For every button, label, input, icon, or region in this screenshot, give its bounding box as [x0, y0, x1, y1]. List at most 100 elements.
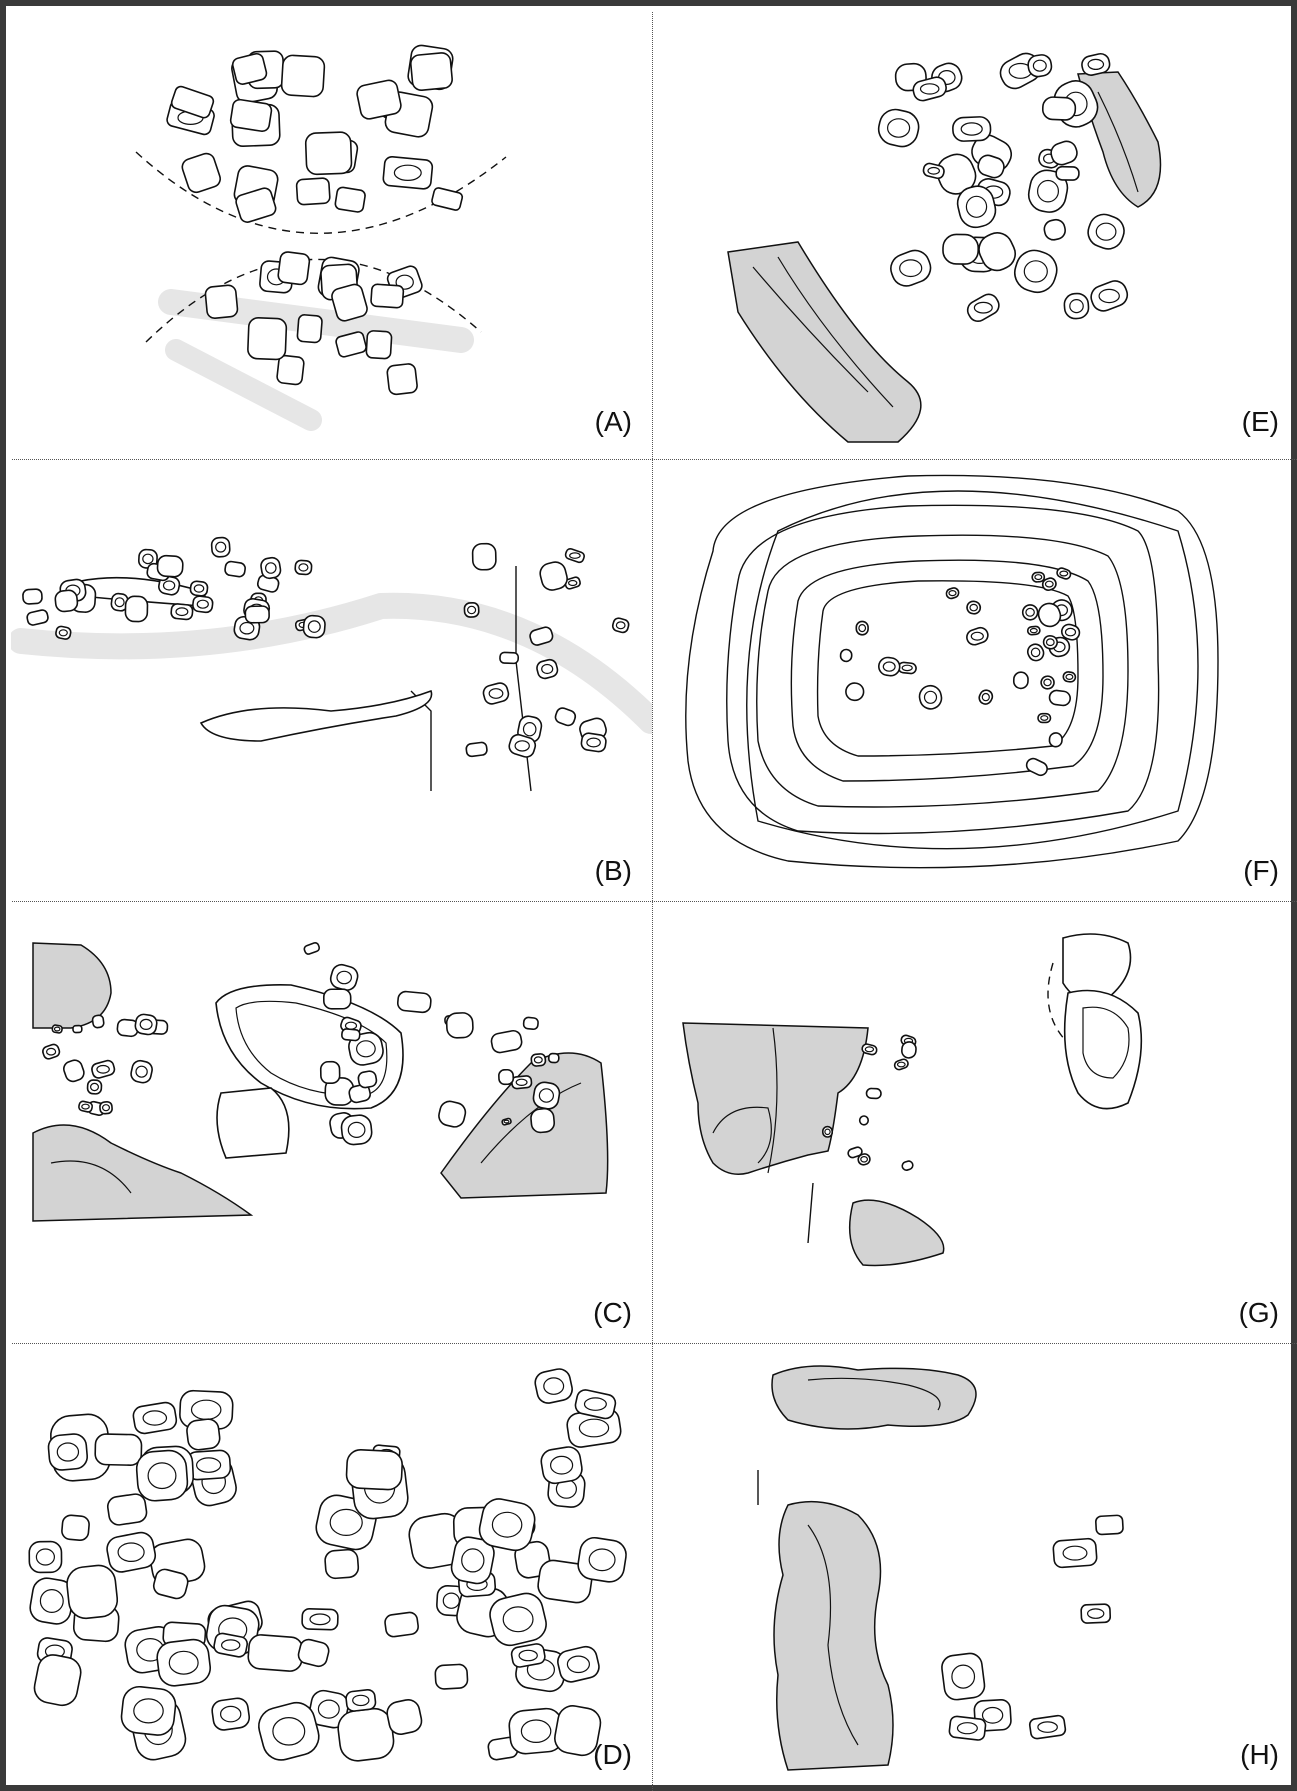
stone-detail [502, 1606, 534, 1633]
stone-detail [142, 1410, 168, 1426]
stone-outline [386, 1698, 423, 1735]
stone-outline [1095, 1514, 1124, 1536]
panel-d-label: (D) [593, 1739, 632, 1770]
stone-detail [135, 1065, 148, 1078]
stone-outline [302, 614, 326, 639]
stone-outline [445, 1012, 474, 1039]
panel-f-label: (F) [1243, 855, 1279, 886]
stone-outline [340, 1114, 373, 1146]
stone-outline [229, 98, 273, 133]
stone-detail [541, 663, 554, 675]
stone-outline [529, 626, 554, 646]
stone-detail [858, 624, 867, 633]
panel-d: (D) [11, 1345, 652, 1787]
stone-outline [1014, 249, 1058, 294]
stone-detail [896, 1061, 906, 1068]
stone-detail [1087, 58, 1105, 71]
stone-outline [235, 187, 277, 223]
stone-outline [498, 1068, 515, 1086]
stone-outline [901, 1160, 914, 1171]
stone-detail [578, 1418, 610, 1438]
stone-detail [538, 1088, 555, 1103]
stone-outline [1080, 1603, 1112, 1624]
stone-detail [583, 1397, 607, 1411]
stone-detail [1095, 222, 1117, 241]
stone-outline [63, 1059, 85, 1083]
stone-detail [336, 970, 352, 985]
stone-outline [181, 152, 221, 194]
stone-outline [966, 600, 982, 615]
stone-detail [35, 1548, 56, 1566]
stone-outline [345, 1449, 403, 1491]
stone-outline [1021, 604, 1039, 621]
stone-outline [1087, 213, 1125, 250]
stone-outline [1063, 292, 1090, 320]
stone-outline [845, 682, 865, 702]
stone-outline [319, 1060, 341, 1085]
stone-outline [1041, 96, 1077, 121]
stone-outline [370, 283, 405, 309]
stone-outline [478, 1498, 536, 1552]
stone-outline [22, 588, 43, 605]
stone-detail [981, 692, 990, 702]
stone-detail [860, 1155, 869, 1163]
stone-outline [1042, 634, 1058, 650]
stone-outline [348, 1083, 371, 1104]
stone-outline [247, 317, 288, 361]
stone-detail [117, 1542, 145, 1562]
stone-outline [61, 1514, 90, 1542]
stone-detail [1059, 570, 1069, 577]
stone-detail [543, 1377, 565, 1395]
stone-detail [549, 1455, 574, 1475]
stone-detail [53, 1026, 61, 1032]
stone-detail [461, 1548, 485, 1573]
stone-detail [887, 118, 911, 138]
stone-detail [220, 1639, 241, 1651]
stone-outline [365, 330, 393, 360]
stone-outline [384, 1611, 419, 1638]
stone-detail [1025, 607, 1035, 617]
stone-outline [1037, 602, 1062, 628]
stone-outline [99, 1100, 113, 1115]
stone-outline [1026, 625, 1041, 636]
stone-outline [901, 1041, 917, 1059]
stone-outline [530, 1107, 556, 1134]
stone-detail [522, 722, 537, 737]
stone-detail [569, 552, 581, 559]
stone-outline [334, 186, 366, 213]
stone-outline [297, 1638, 330, 1668]
stone-outline [106, 1531, 157, 1573]
stone-detail [901, 664, 913, 672]
stone-outline [942, 233, 980, 265]
stone-outline [130, 1059, 153, 1084]
stone-outline [471, 542, 497, 571]
stone-outline [304, 131, 353, 176]
stone-outline [135, 1449, 189, 1502]
stone-outline [1081, 52, 1111, 76]
stone-outline [450, 1536, 495, 1585]
panel-b-drawing [11, 536, 652, 792]
stone-detail [1069, 299, 1084, 314]
stone-detail [307, 620, 321, 633]
stone-outline [303, 942, 321, 955]
stone-detail [1043, 678, 1052, 687]
stone-outline [839, 648, 853, 663]
stone-outline [857, 1153, 871, 1166]
stone-outline [1026, 643, 1045, 662]
stone-outline [186, 1418, 221, 1451]
stone-outline [204, 284, 239, 319]
stone-outline [410, 52, 453, 91]
stone-detail [298, 563, 309, 572]
panel-e-label: (E) [1241, 406, 1279, 437]
stone-detail [356, 1040, 376, 1058]
panel-d-drawing [28, 1368, 627, 1762]
stone-outline [1062, 671, 1077, 683]
stone-outline [1012, 671, 1029, 690]
stone-outline [536, 658, 559, 680]
stone-detail [147, 1462, 177, 1490]
stone-detail [56, 1442, 80, 1462]
stone-outline [482, 682, 510, 705]
stone-detail [239, 621, 255, 635]
stone-outline [861, 1043, 878, 1056]
stone-outline [258, 1701, 320, 1761]
